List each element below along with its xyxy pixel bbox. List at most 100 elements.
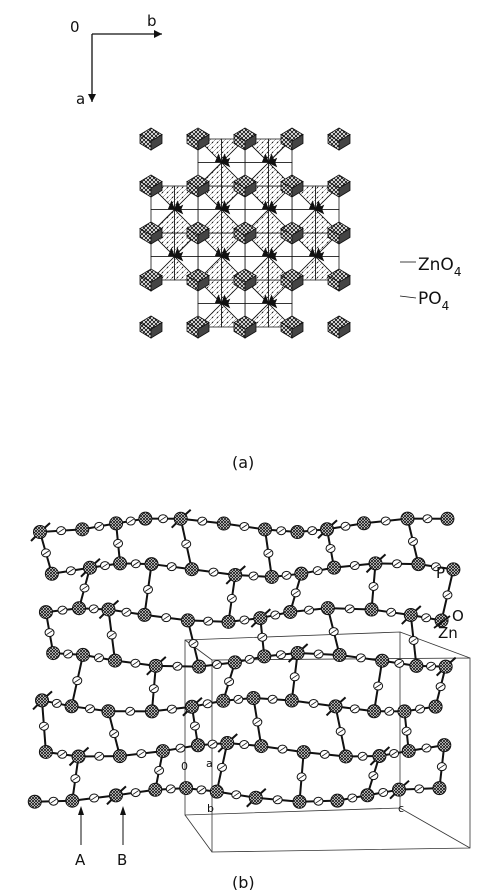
zn-atom: [173, 511, 188, 526]
p-atom: [283, 604, 298, 619]
zn-atom: [372, 749, 387, 764]
p-atom: [356, 516, 371, 531]
zn-atom: [438, 659, 453, 674]
zno4-cube: [150, 133, 163, 151]
zno4-cube: [291, 180, 304, 198]
zn-atom: [290, 646, 305, 661]
zn-atom: [437, 738, 452, 753]
p-atom: [64, 699, 79, 714]
axis-b-arrowhead: [154, 30, 162, 38]
zno4-cube: [197, 227, 210, 245]
p-atom: [367, 704, 382, 719]
caption-a: (a): [232, 453, 254, 472]
label-zn: Zn: [438, 624, 458, 642]
zn-atom: [75, 647, 90, 662]
p-atom: [192, 659, 207, 674]
axis-b-label: b: [147, 12, 157, 30]
p-atom: [38, 744, 53, 759]
tetra-shadow: [267, 294, 278, 309]
zn-atom: [397, 704, 412, 719]
p-atom: [364, 602, 379, 617]
tetra-shadow: [220, 294, 231, 309]
zn-atom: [220, 736, 235, 751]
zn-atom: [228, 567, 243, 582]
p-atom: [332, 648, 347, 663]
atom-network: [27, 508, 461, 809]
axis-indicator: 0 b a: [70, 12, 162, 108]
p-atom: [75, 522, 90, 537]
p-atom: [184, 562, 199, 577]
zn-atom: [155, 744, 170, 759]
p-atom: [216, 516, 231, 531]
label-p: P: [436, 564, 445, 582]
tetra-shadow: [314, 200, 325, 215]
zno4-cube: [150, 180, 163, 198]
arrow-b-label: B: [117, 851, 127, 869]
zn-atom: [294, 566, 309, 581]
p-atom: [44, 566, 59, 581]
zn-atom: [227, 655, 242, 670]
cell-a-label: a: [206, 757, 213, 770]
zn-atom: [246, 691, 261, 706]
p-atom: [327, 560, 342, 575]
p-atom: [254, 739, 269, 754]
axis-a-label: a: [76, 90, 85, 108]
tetra-shadow: [220, 200, 231, 215]
tetra-shadow: [173, 247, 184, 262]
zn-atom: [446, 562, 461, 577]
zn-atom: [82, 560, 97, 575]
zno4-cube: [338, 274, 351, 292]
zn-atom: [184, 699, 199, 714]
tetra-shadow: [267, 247, 278, 262]
p-atom: [137, 607, 152, 622]
zn-atom: [368, 556, 383, 571]
p-atom: [138, 511, 153, 526]
p-atom: [290, 524, 305, 539]
zn-atom: [257, 522, 272, 537]
zn-atom: [296, 745, 311, 760]
p-atom: [46, 646, 61, 661]
zn-atom: [400, 511, 415, 526]
zno4-cube: [291, 321, 304, 339]
tetra-shadow: [220, 247, 231, 262]
zno4-cube: [150, 227, 163, 245]
zn-atom: [35, 693, 50, 708]
zno4-cube: [338, 321, 351, 339]
p-atom: [257, 649, 272, 664]
p-atom: [221, 614, 236, 629]
po4-leader: [399, 295, 417, 299]
zn-atom: [253, 611, 268, 626]
p-atom: [108, 653, 123, 668]
zno4-cube: [244, 274, 257, 292]
p-atom: [209, 784, 224, 799]
p-atom: [112, 749, 127, 764]
tetra-shadow: [314, 247, 325, 262]
zn-atom: [108, 788, 123, 803]
p-atom: [401, 743, 416, 758]
zn-atom: [27, 794, 42, 809]
zno4-cube: [244, 227, 257, 245]
p-atom: [190, 738, 205, 753]
zno4-cube: [197, 274, 210, 292]
o-bond-legend: [433, 615, 451, 629]
cell-c-label: c: [398, 802, 404, 815]
cell-b-label: b: [207, 802, 214, 815]
zn-atom: [392, 782, 407, 797]
polyhedra-group: [139, 127, 351, 339]
p-atom: [72, 601, 87, 616]
zno4-cube: [197, 133, 210, 151]
zno4-label: ZnO4: [418, 255, 461, 279]
zno4-cube: [338, 133, 351, 151]
panel-a-framework: 0 b a ZnO4 PO4 (a): [70, 12, 461, 472]
axis-origin-label: 0: [70, 18, 80, 36]
zno4-cube: [291, 133, 304, 151]
zn-atom: [403, 608, 418, 623]
zn-atom: [109, 516, 124, 531]
zno4-cube: [197, 321, 210, 339]
p-atom: [148, 782, 163, 797]
p-atom: [264, 569, 279, 584]
p-atom: [409, 658, 424, 673]
zno4-cube: [291, 227, 304, 245]
zn-atom: [144, 557, 159, 572]
